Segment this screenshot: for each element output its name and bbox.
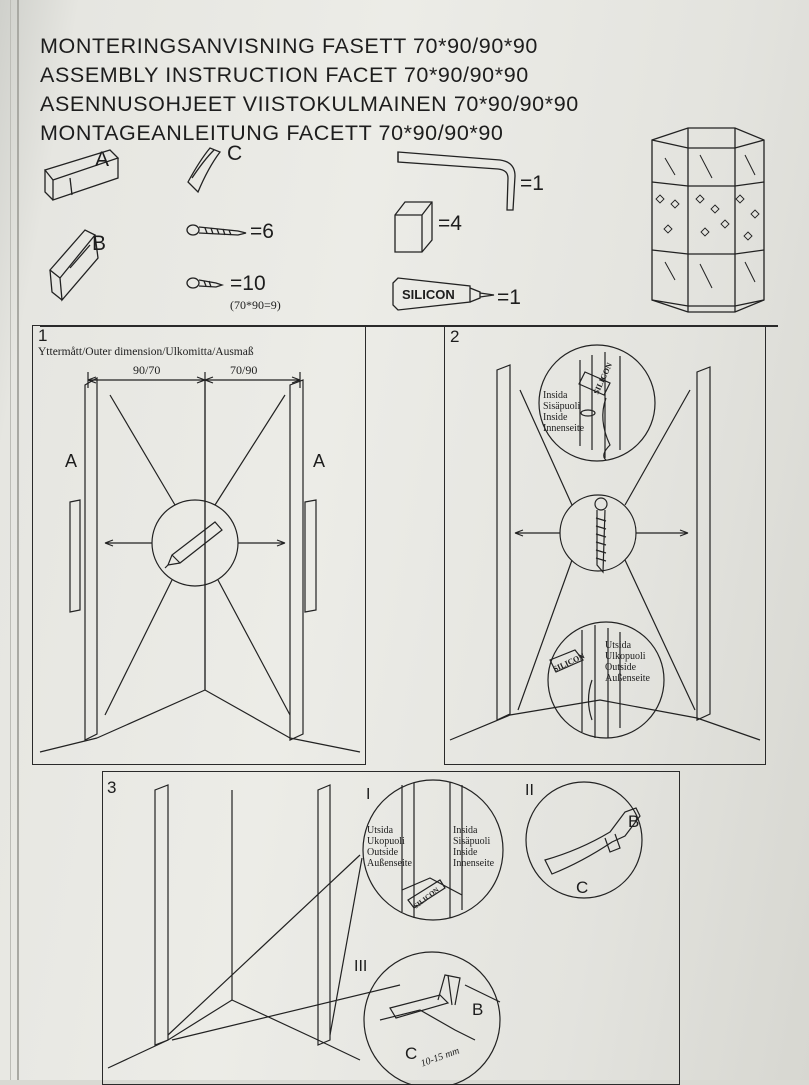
title-german: MONTAGEANLEITUNG FACETT 70*90/90*90: [40, 121, 504, 145]
block-icon: [394, 201, 433, 253]
paper-fold: [10, 0, 11, 1080]
parts-drawings: [43, 127, 765, 313]
detail-ii-b-label: B: [628, 812, 640, 831]
detail-iii-label: III: [354, 958, 368, 975]
allen-key-icon: [397, 151, 516, 211]
detail-ii-c-label: C: [576, 878, 589, 897]
step-1-heading: Yttermått/Outer dimension/Ulkomitta/Ausm…: [38, 346, 254, 358]
step-3-number: 3: [107, 778, 117, 797]
detail-iii-b-label: B: [472, 1000, 484, 1019]
step-1-dim-left: 90/70: [133, 363, 161, 377]
part-b-label: B: [92, 232, 107, 255]
silicon-tube-label: SILICON: [402, 287, 455, 302]
silicon-quantity: =1: [497, 286, 521, 309]
step-2-number: 2: [450, 327, 460, 346]
silicon-tube-icon: [392, 277, 495, 311]
step-1-label-right: A: [313, 451, 326, 471]
profile-b-icon: [49, 229, 99, 302]
step-1-label-left: A: [65, 451, 78, 471]
part-c-label: C: [227, 142, 243, 165]
profile-c-icon: [187, 147, 222, 194]
block-quantity: =4: [438, 212, 462, 235]
screw-short-note: (70*90=9): [230, 298, 281, 312]
part-a-label: A: [95, 148, 110, 171]
step-2-panel: [444, 325, 766, 765]
title-english: ASSEMBLY INSTRUCTION FACET 70*90/90*90: [40, 63, 529, 87]
step-1-panel: [32, 325, 366, 765]
screw-short-quantity: =10: [230, 272, 266, 295]
profile-a-icon: [43, 149, 120, 201]
detail-i-label: I: [366, 786, 371, 803]
paper-fold: [17, 0, 19, 1080]
section-divider: [40, 325, 778, 327]
detail-ii-label: II: [525, 782, 534, 799]
step-1-dim-right: 70/90: [230, 363, 258, 377]
screw-long-icon: [186, 224, 247, 236]
detail-iii-c-label: C: [405, 1044, 418, 1063]
screw-long-quantity: =6: [250, 220, 274, 243]
title-block: MONTERINGSANVISNING FASETT 70*90/90*90 A…: [40, 32, 579, 148]
title-swedish: MONTERINGSANVISNING FASETT 70*90/90*90: [40, 34, 538, 58]
allen-key-quantity: =1: [520, 172, 544, 195]
title-finnish: ASENNUSOHJEET VIISTOKULMAINEN 70*90/90*9…: [40, 92, 579, 116]
step-1-number: 1: [38, 326, 48, 345]
screw-short-icon: [186, 277, 225, 289]
shower-cabin-icon: [651, 127, 765, 313]
